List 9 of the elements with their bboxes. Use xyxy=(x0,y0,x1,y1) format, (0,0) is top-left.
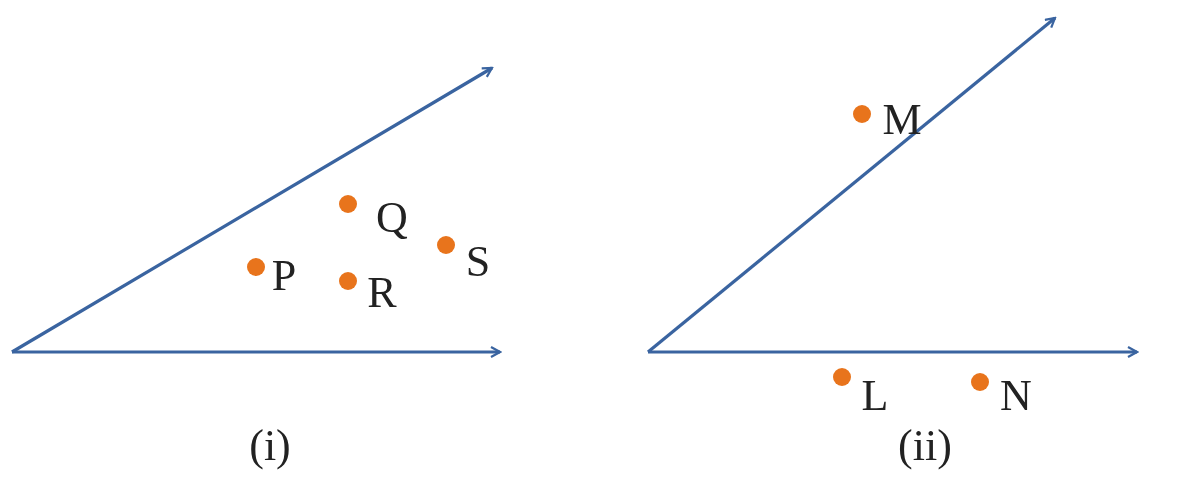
point-label: P xyxy=(271,254,297,298)
point-label: M xyxy=(882,98,922,142)
point-label: R xyxy=(367,271,397,315)
point-label: Q xyxy=(376,196,408,240)
point-label: S xyxy=(465,240,491,284)
figure-caption: (i) xyxy=(249,424,291,468)
point-label: N xyxy=(1000,374,1032,418)
point-label: L xyxy=(861,374,889,418)
figure-caption: (ii) xyxy=(898,424,952,468)
